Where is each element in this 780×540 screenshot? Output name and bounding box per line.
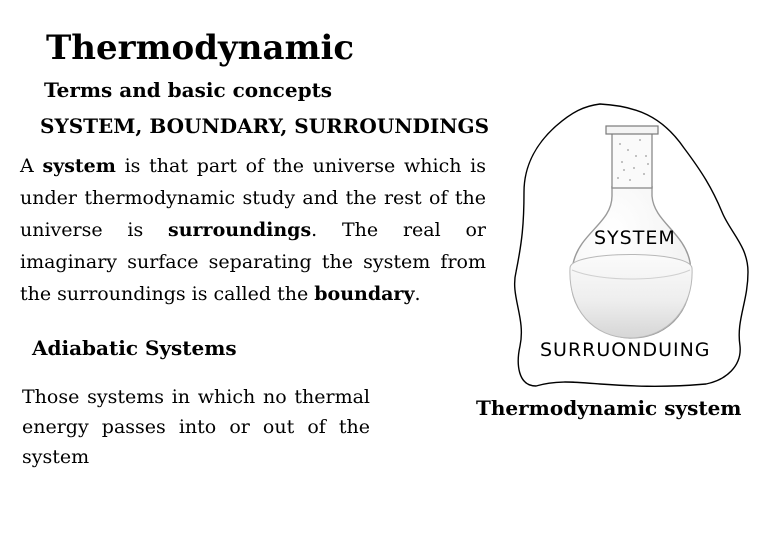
section-heading: SYSTEM, BOUNDARY, SURROUNDINGS	[40, 114, 490, 138]
surroundings-label: SURRUONDUING	[540, 339, 711, 361]
page-subtitle: Terms and basic concepts	[44, 78, 333, 102]
adiabatic-heading: Adiabatic Systems	[32, 336, 237, 360]
definition-text-4: .	[414, 283, 421, 305]
definition-paragraph: A system is that part of the universe wh…	[20, 150, 486, 310]
definition-text-1: A	[20, 155, 43, 177]
flask-liquid	[569, 254, 693, 339]
definition-text-3: . The real or imaginary surface separati…	[20, 219, 486, 305]
system-label: SYSTEM	[594, 227, 676, 249]
definition-text-2: is that part of the universe which is un…	[20, 155, 486, 241]
flask	[569, 125, 693, 339]
flask-rim	[605, 125, 659, 135]
term-surroundings: surroundings	[168, 219, 312, 241]
surroundings-boundary	[514, 103, 749, 387]
page-title: Thermodynamic	[46, 28, 355, 68]
liquid-surface	[571, 269, 691, 280]
adiabatic-paragraph: Those systems in which no thermal energy…	[22, 386, 370, 468]
term-system: system	[42, 155, 116, 177]
flask-neck	[611, 131, 653, 189]
term-boundary: boundary	[314, 283, 415, 305]
stopper-texture	[617, 139, 649, 181]
diagram-caption: Thermodynamic system	[476, 396, 742, 420]
